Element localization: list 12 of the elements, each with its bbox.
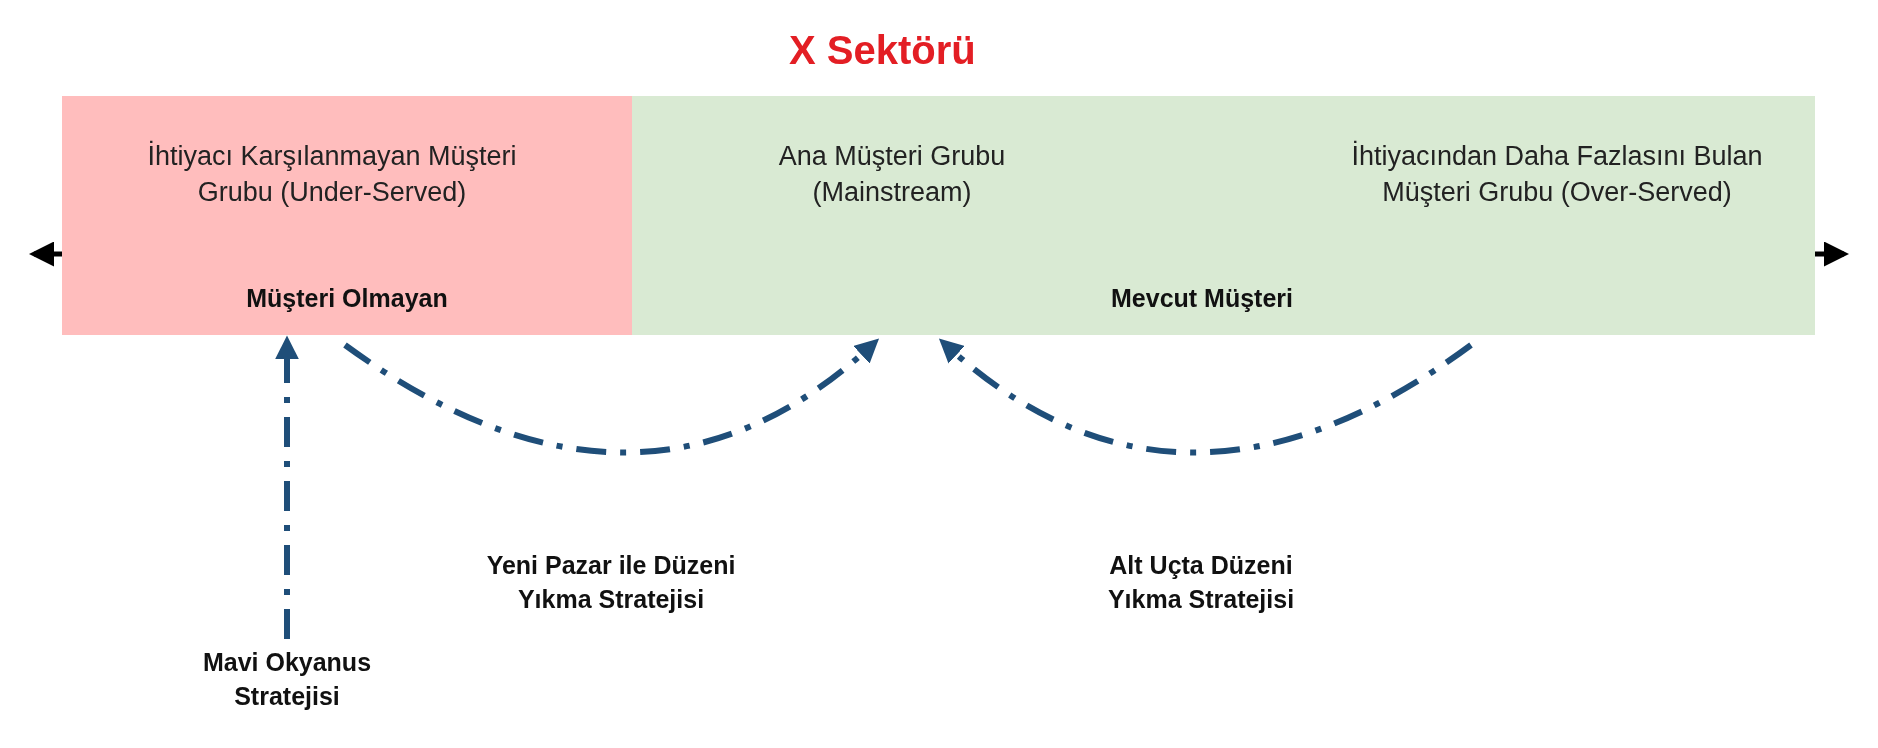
segment-heading: Ana Müşteri Grubu (Mainstream) bbox=[777, 140, 1007, 209]
dash-dot-arrow bbox=[343, 338, 880, 456]
strategy-label: Mavi Okyanus Stratejisi bbox=[201, 647, 373, 712]
segment-heading: İhtiyacından Daha Fazlasını Bulan Müşteri Grubu (Over-Served) bbox=[1350, 139, 1764, 209]
segment-label: Müşteri Olmayan bbox=[245, 283, 449, 314]
dash-dot-arrow bbox=[275, 335, 299, 639]
segment-heading: İhtiyacı Karşılanmayan Müşteri Grubu (Under-Served) bbox=[146, 139, 518, 209]
segment-band bbox=[62, 96, 632, 335]
title: X Sektörü bbox=[789, 28, 976, 73]
dash-dot-arrow bbox=[938, 338, 1473, 456]
segment-band bbox=[632, 96, 1815, 335]
segment-label: Mevcut Müşteri bbox=[1110, 283, 1294, 314]
